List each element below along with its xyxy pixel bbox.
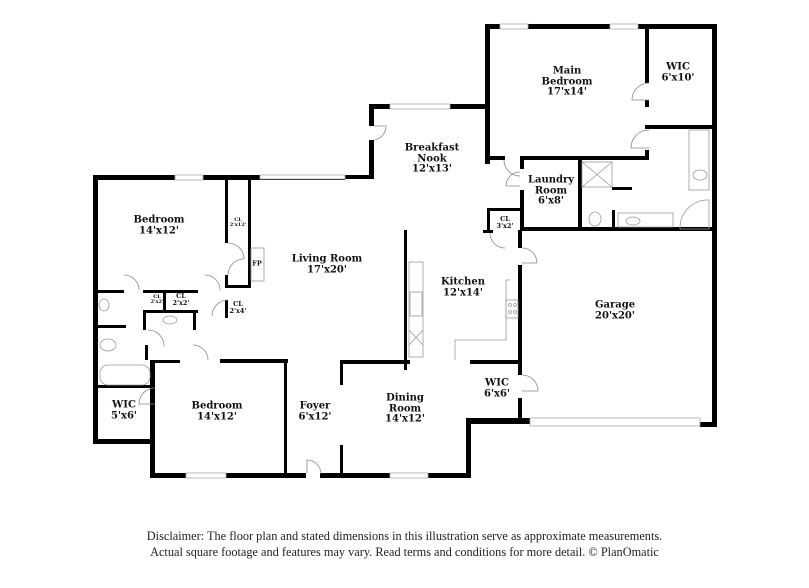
room-living-room: Living Room 17'x20' (291, 253, 363, 276)
disclaimer: Disclaimer: The floor plan and stated di… (0, 528, 809, 560)
room-dimensions: 17'x20' (307, 264, 347, 275)
room-name: Dining (386, 392, 424, 404)
room-dimensions: 6'x8' (537, 195, 564, 207)
room-name: Kitchen (440, 276, 486, 288)
room-dimensions: 2'x2' (172, 299, 190, 307)
room-name: CL (500, 215, 510, 224)
room-bedroom-2: Bedroom 14'x12' (191, 400, 243, 423)
room-cl-laundry: CL 3'x2' (497, 216, 514, 230)
room-name: Breakfast (404, 142, 460, 154)
room-name: Bedroom (541, 75, 593, 87)
room-name: CL (153, 293, 161, 300)
room-dimensions: 6'x10' (661, 72, 695, 83)
room-bedroom-1: Bedroom 14'x12' (133, 214, 185, 237)
room-dimensions: 2'x4' (229, 307, 247, 315)
room-name: Living Room (291, 253, 363, 265)
room-wic-garage: WIC 6'x6' (483, 377, 511, 400)
fixtures (98, 129, 710, 386)
room-dimensions: 5'x6' (110, 410, 138, 421)
room-breakfast-nook: Breakfast Nook 12'x13' (405, 143, 460, 175)
room-name: Laundry (527, 174, 575, 186)
room-name: WIC (112, 399, 136, 411)
room-name: Foyer (299, 400, 331, 412)
room-main-bedroom: Main Bedroom 17'x14' (542, 66, 593, 98)
room-dimensions: 6'x12' (298, 411, 332, 422)
windows (174, 23, 701, 479)
disclaimer-line-2: Actual square footage and features may v… (150, 545, 659, 559)
room-wic-main: WIC 6'x10' (661, 61, 695, 84)
room-name: Bedroom (133, 214, 185, 226)
room-dimensions: 14'x12' (139, 225, 179, 236)
room-name: FP (252, 259, 262, 268)
fireplace: FP (252, 259, 262, 268)
room-laundry: Laundry Room 6'x8' (528, 175, 574, 207)
room-dimensions: 20'x20' (595, 310, 635, 321)
room-name: CL (234, 216, 242, 223)
room-dimensions: 14'x12' (197, 411, 237, 422)
room-cl-bedroom1: CL 2'x12' (229, 216, 247, 229)
disclaimer-line-1: Disclaimer: The floor plan and stated di… (146, 529, 663, 543)
room-dimensions: 17'x14' (547, 86, 587, 98)
room-name: Nook (417, 152, 447, 164)
room-kitchen: Kitchen 12'x14' (440, 276, 486, 299)
room-garage: Garage 20'x20' (594, 299, 636, 322)
room-cl-b: CL 2'x2' (173, 293, 190, 307)
room-dining-room: Dining Room 14'x12' (385, 393, 425, 425)
room-dimensions: 14'x12' (385, 413, 425, 425)
room-name: Main (552, 65, 582, 77)
room-name: CL (233, 300, 243, 309)
interior-walls (96, 28, 715, 475)
room-name: Room (388, 402, 422, 414)
room-dimensions: 2'x12' (229, 222, 247, 228)
room-cl-c: CL 2'x4' (230, 301, 247, 315)
room-dimensions: 2'x2' (150, 299, 164, 305)
room-wic-bed2: WIC 5'x6' (110, 399, 138, 422)
room-name: Bedroom (191, 400, 243, 412)
room-dimensions: 12'x14' (443, 287, 483, 298)
room-dimensions: 3'x2' (496, 222, 514, 230)
room-name: CL (176, 292, 186, 301)
room-dimensions: 12'x13' (412, 163, 452, 175)
room-name: WIC (666, 61, 690, 73)
room-name: WIC (485, 377, 509, 389)
room-name: Room (534, 184, 568, 196)
room-foyer: Foyer 6'x12' (298, 400, 332, 423)
room-cl-a: CL 2'x2' (150, 293, 164, 306)
doors (123, 82, 650, 475)
room-dimensions: 6'x6' (483, 388, 511, 399)
room-name: Garage (594, 299, 636, 311)
